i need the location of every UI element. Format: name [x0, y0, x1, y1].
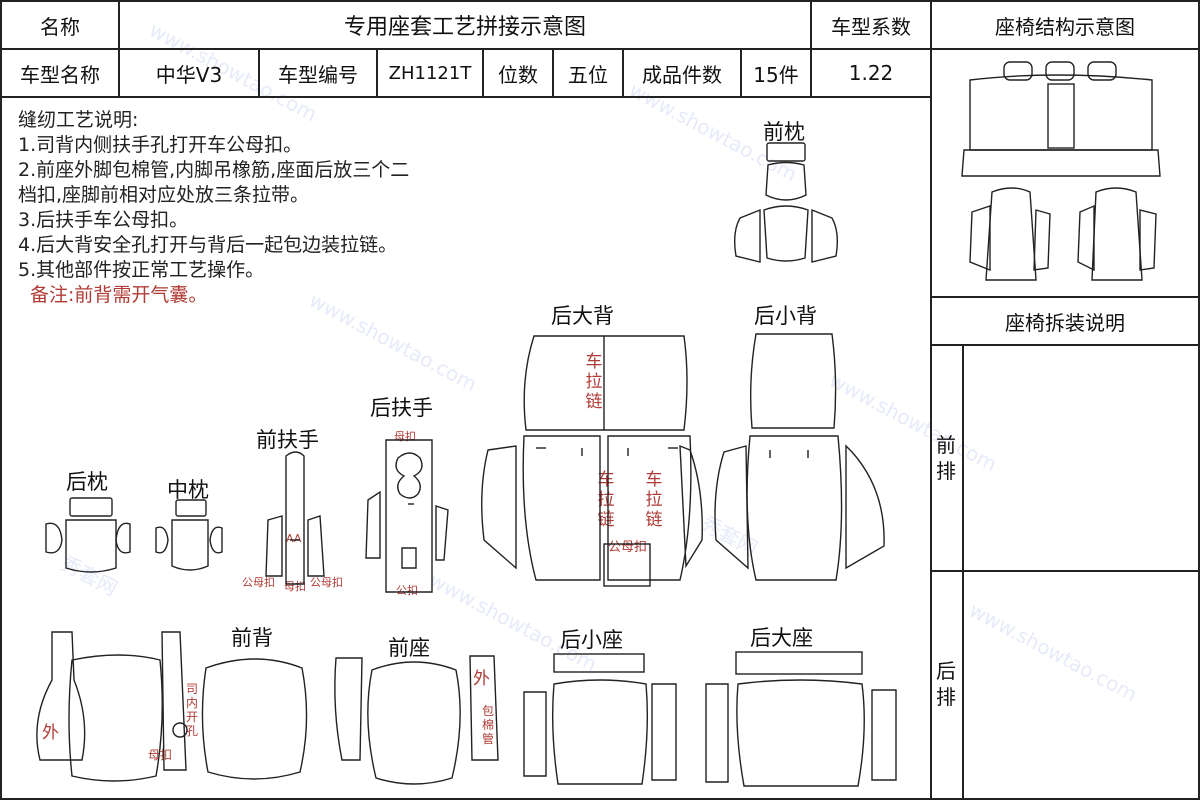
annotation-male-female-snap: 公母扣	[310, 576, 343, 589]
piece-front-back	[36, 631, 308, 782]
notes-heading: 缝纫工艺说明:	[18, 109, 139, 131]
structure-label: 座椅结构示意图	[995, 14, 1135, 39]
annotation-female-snap: 母扣	[284, 580, 306, 593]
coef-value: 1.22	[848, 61, 894, 85]
annotation-outer: 外	[42, 723, 59, 743]
rear-row-label: 后排	[936, 659, 956, 709]
part-label-front-armrest: 前扶手	[256, 428, 319, 452]
piece-rear-small-seat	[523, 653, 677, 785]
seat-structure-diagram	[961, 61, 1161, 281]
annotation-zipper: 车拉链	[645, 470, 663, 530]
piece-front-armrest	[265, 451, 325, 585]
model-code-label: 车型编号	[278, 62, 358, 87]
model-name: 中华V3	[155, 62, 223, 87]
annotation-outer: 外	[473, 669, 490, 689]
piece-rear-armrest	[365, 439, 449, 593]
disassembly-label: 座椅拆装说明	[1005, 310, 1125, 335]
model-name-label: 车型名称	[20, 62, 100, 87]
seats-value: 五位	[568, 62, 608, 87]
notes-item: 4.后大背安全孔打开与背后一起包边装拉链。	[18, 234, 398, 256]
coef-label: 车型系数	[831, 14, 911, 39]
piece-front-headrest	[733, 142, 839, 263]
part-label-rear-headrest: 后枕	[66, 470, 108, 494]
piece-rear-big-seat	[705, 651, 897, 787]
annotation-male-snap: 公扣	[396, 584, 418, 597]
annotation-inner-hole: 司内开孔	[185, 682, 198, 738]
part-label-rear-small-back: 后小背	[754, 304, 817, 328]
notes-item: 5.其他部件按正常工艺操作。	[18, 259, 265, 281]
front-row-label: 前排	[936, 433, 956, 483]
pieces-value: 15件	[753, 62, 799, 87]
part-label-front-seat: 前座	[388, 636, 430, 660]
notes-item: 3.后扶手车公母扣。	[18, 209, 189, 231]
sewing-notes: 缝纫工艺说明: 1.司背内侧扶手孔打开车公母扣。 2.前座外脚包棉管,内脚吊橡筋…	[18, 108, 578, 308]
notes-item: 2.前座外脚包棉管,内脚吊橡筋,座面后放三个二	[18, 159, 410, 181]
part-label-front-headrest: 前枕	[763, 120, 805, 144]
annotation-male-female-snap: 公母扣	[242, 576, 275, 589]
piece-rear-big-back	[481, 335, 703, 587]
page-title: 专用座套工艺拼接示意图	[343, 15, 586, 40]
notes-remark: 备注:前背需开气囊。	[30, 284, 208, 306]
piece-rear-small-back	[714, 333, 885, 581]
model-code: ZH1121T	[388, 62, 472, 84]
part-label-mid-headrest: 中枕	[167, 478, 209, 502]
annotation-zipper: 车拉链	[597, 470, 615, 530]
annotation-zipper: 车拉链	[585, 352, 603, 412]
annotation-female-snap: 母扣	[148, 748, 173, 762]
seats-label: 位数	[498, 62, 538, 87]
notes-item: 1.司背内侧扶手孔打开车公母扣。	[18, 134, 303, 156]
part-label-rear-big-seat: 后大座	[750, 626, 813, 650]
piece-front-seat	[334, 655, 499, 785]
name-label: 名称	[40, 14, 80, 39]
part-label-rear-big-back: 后大背	[551, 304, 614, 328]
notes-item: 档扣,座脚前相对应处放三条拉带。	[18, 184, 310, 206]
piece-mid-headrest	[155, 499, 223, 571]
part-label-front-back: 前背	[231, 626, 273, 650]
annotation-cotton-tube: 包棉管	[481, 704, 494, 746]
piece-rear-headrest	[45, 497, 131, 573]
part-label-rear-armrest: 后扶手	[370, 396, 433, 420]
annotation-aa: AA	[286, 532, 302, 545]
pieces-label: 成品件数	[642, 62, 722, 87]
part-label-rear-small-seat: 后小座	[560, 628, 623, 652]
